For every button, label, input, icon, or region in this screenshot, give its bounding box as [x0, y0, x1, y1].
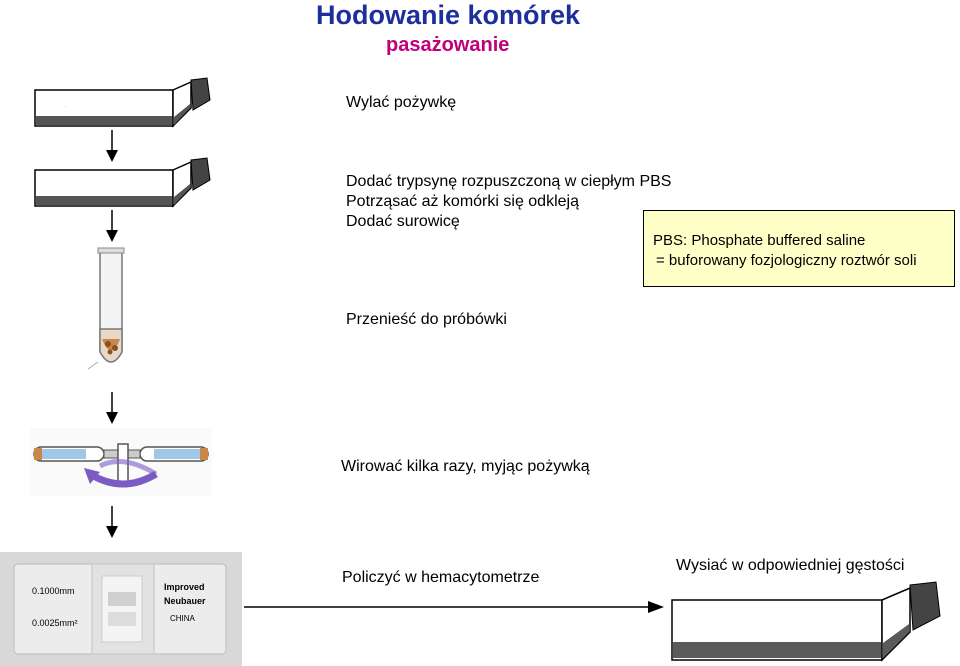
- step-add-serum: Dodać surowicę: [346, 213, 460, 230]
- pbs-note-line: PBS: Phosphate buffered saline: [653, 232, 866, 249]
- pbs-note-box: PBS: Phosphate buffered saline = buforow…: [643, 210, 955, 287]
- down-arrow-icon: [106, 392, 118, 424]
- svg-text:·: ·: [65, 104, 67, 110]
- step-shake: Potrząsać aż komórki się odkleją: [346, 193, 579, 210]
- pbs-note-line: = buforowany fozjologiczny roztwór soli: [656, 252, 917, 269]
- culture-flask-illustration: ·: [34, 77, 211, 128]
- hemacytometer-label: CHINA: [170, 614, 195, 623]
- step-seed: Wysiać w odpowiedniej gęstości: [676, 557, 905, 574]
- down-arrow-icon: [106, 130, 118, 162]
- culture-flask-illustration: [34, 157, 211, 208]
- hemacytometer-label: Improved: [164, 582, 205, 592]
- down-arrow-icon: [106, 506, 118, 538]
- step-pour-off: Wylać pożywkę: [346, 94, 457, 111]
- culture-flask-illustration: [671, 581, 941, 662]
- step-count: Policzyć w hemacytometrze: [342, 569, 540, 586]
- step-transfer: Przenieść do próbówki: [346, 311, 507, 328]
- hemacytometer-label: Neubauer: [164, 596, 206, 606]
- down-arrow-icon: [106, 210, 118, 242]
- page-subtitle: pasażowanie: [386, 34, 510, 56]
- centrifuge-illustration: [30, 428, 212, 496]
- test-tube-illustration: [87, 247, 125, 370]
- hemacytometer-label: 0.1000mm: [32, 586, 75, 596]
- page-title: Hodowanie komórek: [316, 0, 581, 30]
- hemacytometer-label: 0.0025mm²: [32, 618, 78, 628]
- hemacytometer-photo: 0.1000mm 0.0025mm² Improved Neubauer CHI…: [0, 552, 242, 666]
- step-add-trypsin: Dodać trypsynę rozpuszczoną w ciepłym PB…: [346, 173, 672, 190]
- right-arrow-icon: [244, 601, 664, 613]
- step-centrifuge: Wirować kilka razy, myjąc pożywką: [341, 458, 590, 475]
